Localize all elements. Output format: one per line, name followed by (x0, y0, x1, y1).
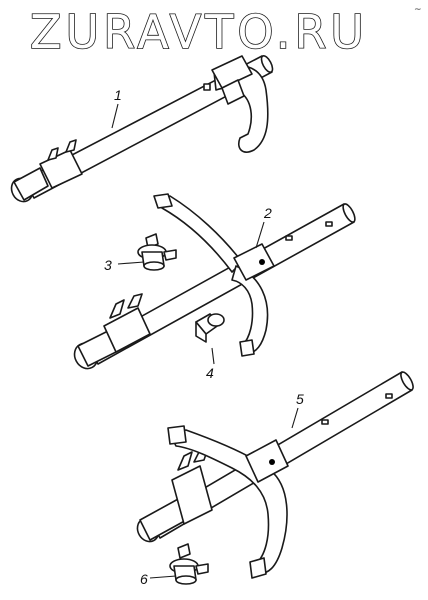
leader-5 (291, 407, 299, 429)
watermark-text: ZURAVTO.RU (30, 5, 368, 59)
callout-6: 6 (140, 571, 148, 587)
callout-1: 1 (114, 87, 122, 103)
leader-1 (111, 103, 119, 129)
interlock-plunger-4 (195, 313, 225, 343)
callout-4: 4 (206, 365, 214, 381)
shift-rail-1 (10, 55, 274, 203)
detent-pin-6 (169, 543, 209, 585)
leader-4 (211, 347, 215, 365)
callout-5: 5 (296, 391, 304, 407)
shift-rail-2 (73, 193, 356, 370)
corner-mark: ~ (414, 5, 422, 15)
detent-pin-3 (137, 233, 177, 271)
leader-2 (255, 221, 265, 249)
shift-rail-5 (136, 371, 414, 579)
leader-6 (149, 575, 177, 579)
callout-2: 2 (263, 205, 272, 221)
leader-3 (117, 261, 145, 265)
callout-3: 3 (104, 257, 112, 273)
